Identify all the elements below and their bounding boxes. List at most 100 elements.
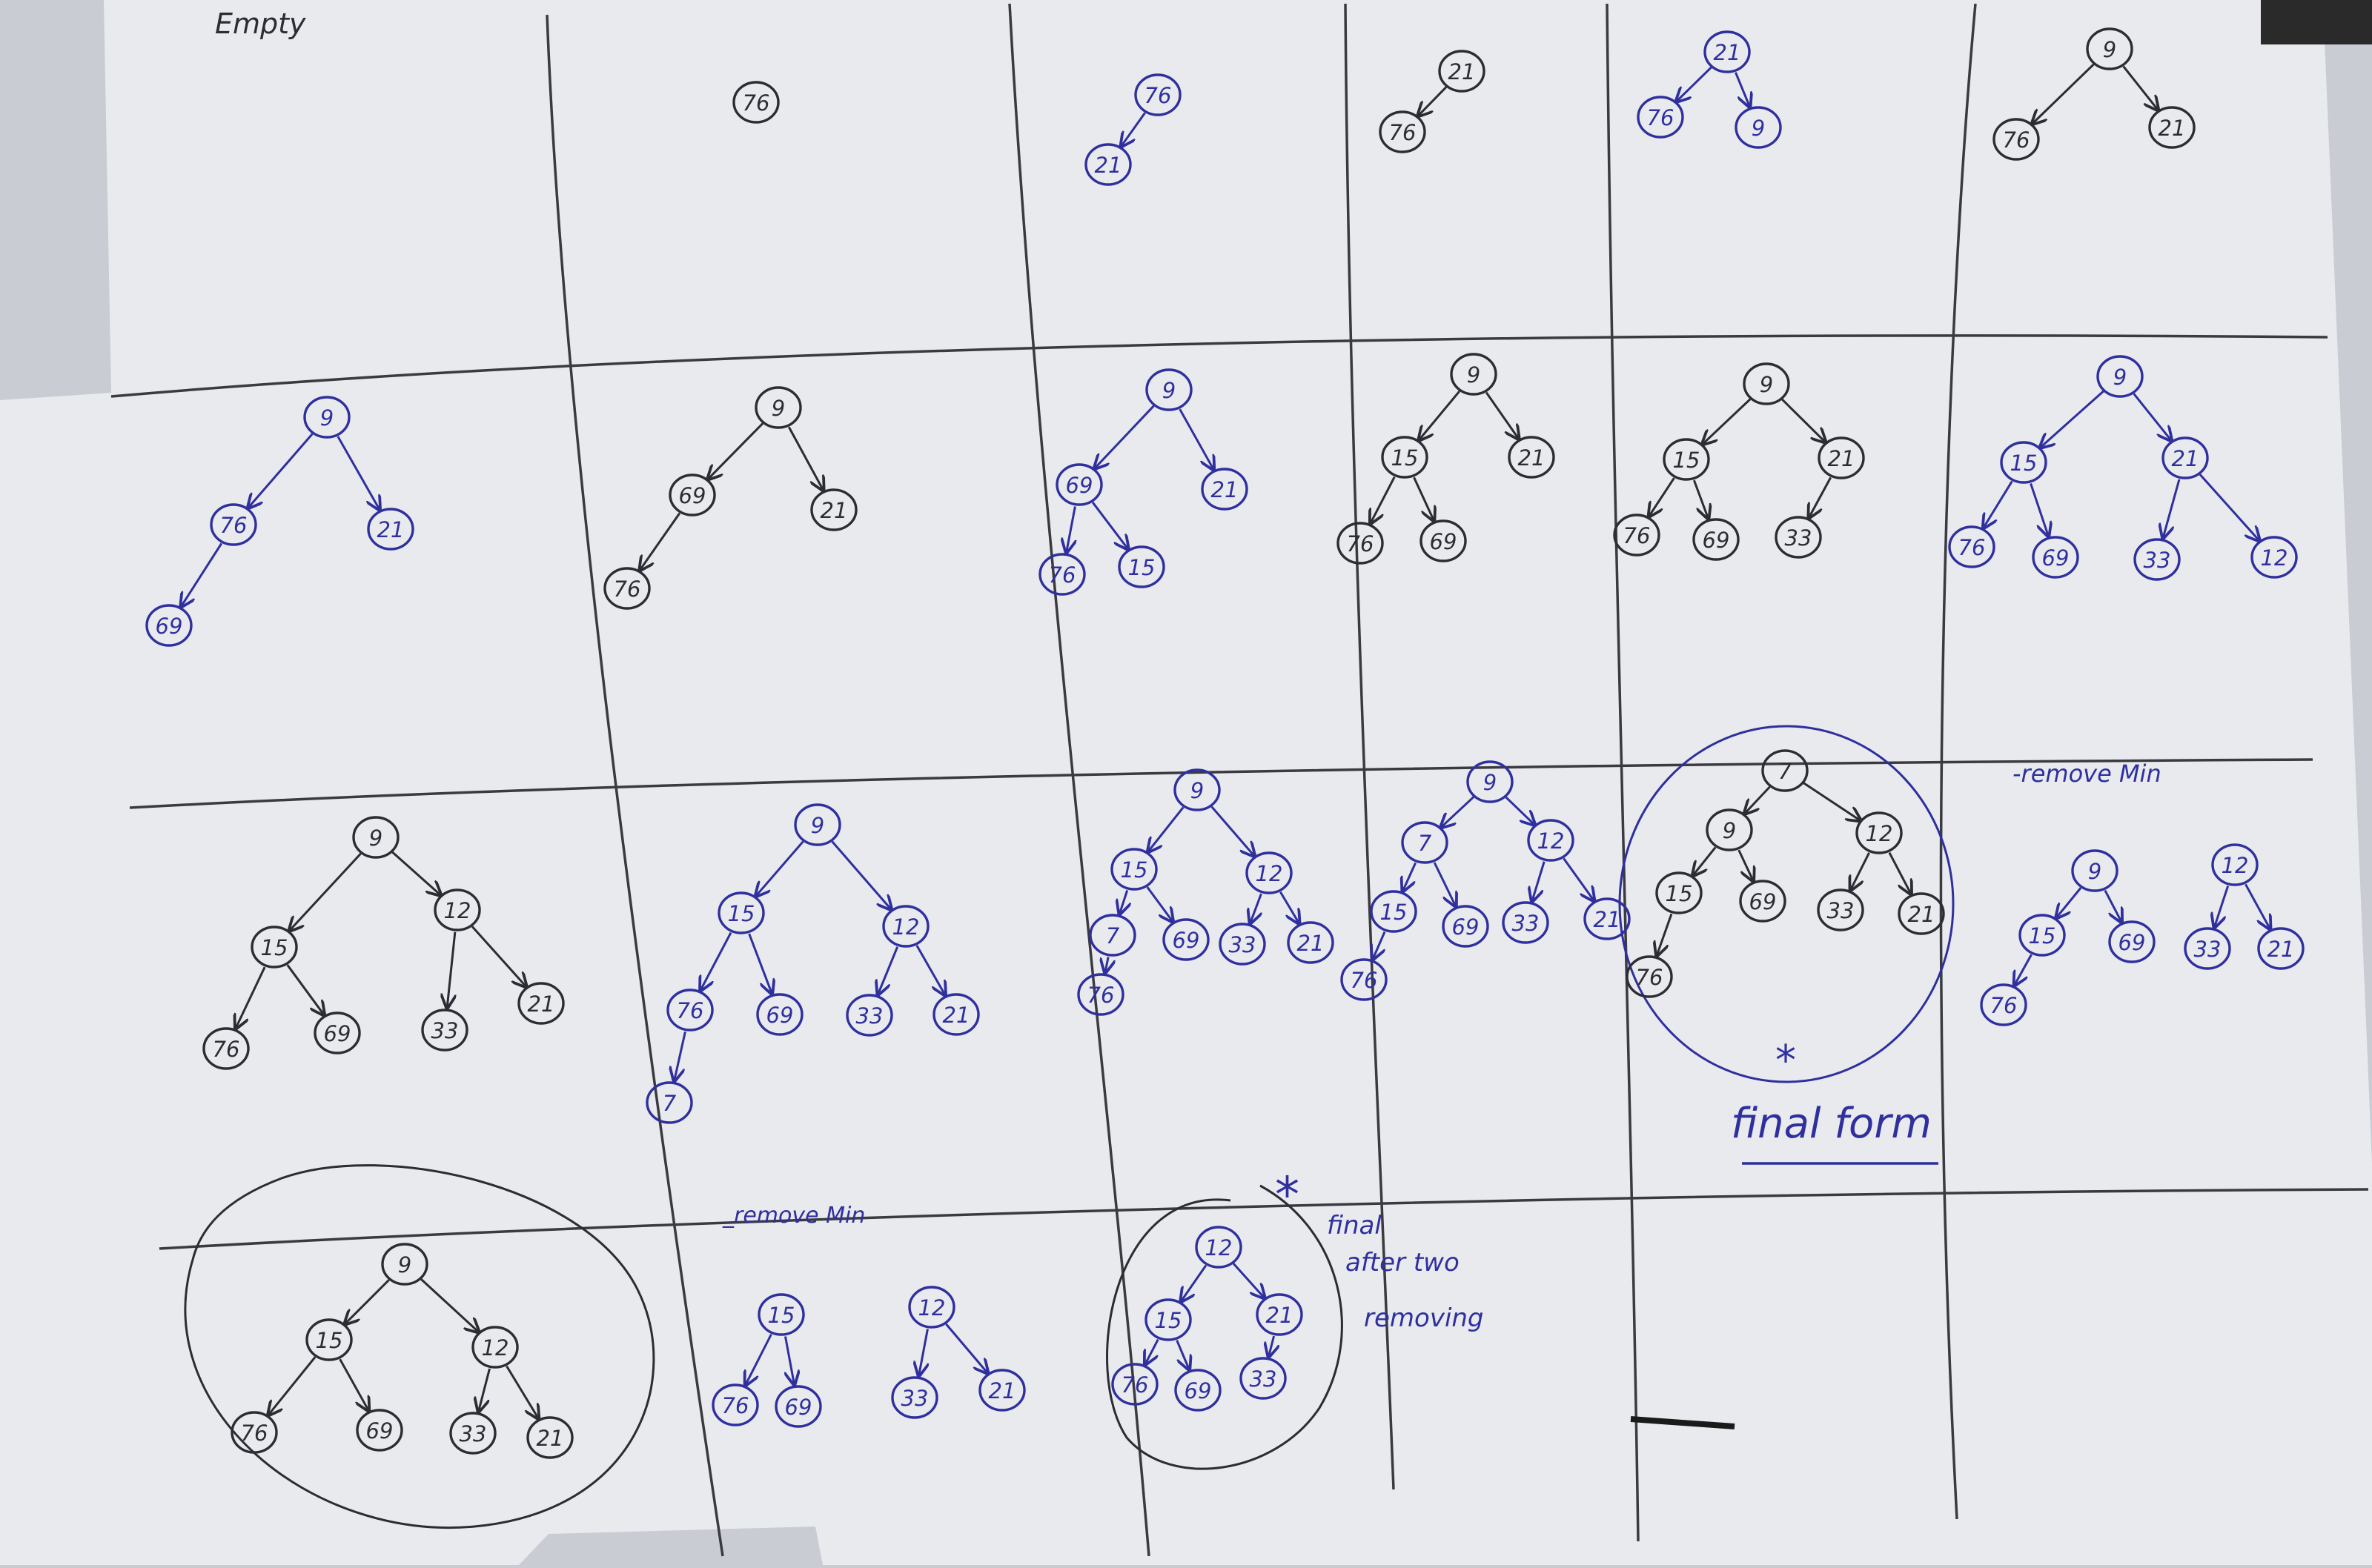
- heap-node-value: 69: [1749, 889, 1777, 914]
- heap-node-value: 12: [892, 914, 920, 940]
- heap-node-circle: [1144, 1298, 1192, 1341]
- heap-node-value: 21: [2159, 116, 2186, 141]
- heap-node-value: 15: [1391, 445, 1419, 471]
- heap-node-value: 21: [1714, 40, 1741, 65]
- heap-node-value: 9: [1760, 372, 1773, 397]
- note-remove-min-2: _remove Min: [722, 1203, 865, 1229]
- heap-node-value: 9: [811, 813, 824, 838]
- tree-edge: [748, 933, 772, 992]
- heap-node-circle: [669, 474, 716, 516]
- heap-node-circle: [356, 1409, 403, 1452]
- tree-edge: [1146, 1338, 1159, 1363]
- tree-edge: [1737, 849, 1753, 880]
- tree-edge: [479, 1368, 491, 1410]
- heap-node-value: 21: [943, 1003, 970, 1028]
- note-empty: Empty: [215, 7, 306, 40]
- tree-edge: [1250, 893, 1261, 922]
- heap-node-value: 76: [1351, 968, 1378, 993]
- tree-edge: [1122, 112, 1146, 145]
- heap-node-circle: [758, 1293, 805, 1336]
- heap-node-value: 21: [2172, 446, 2199, 471]
- heap-node-circle: [314, 1011, 361, 1054]
- heap-node-circle: [202, 1027, 250, 1070]
- heap-node-circle: [646, 1081, 693, 1124]
- heap-node-circle: [1173, 768, 1221, 811]
- tree-edge: [1182, 1264, 1207, 1300]
- heap-node-circle: [1438, 50, 1485, 93]
- heap-node-value: 15: [1666, 881, 1693, 906]
- tree-edge: [1091, 502, 1127, 548]
- tree-edge: [1433, 862, 1455, 905]
- heap-node-value: 15: [1155, 1308, 1182, 1333]
- tree-edge: [1374, 931, 1386, 958]
- heap-node-value: 9: [1162, 378, 1176, 403]
- tree-edge: [447, 931, 455, 1006]
- tree-edge: [1232, 1263, 1263, 1297]
- heap-node-value: 12: [1205, 1235, 1233, 1260]
- heap-node-value: 21: [2267, 937, 2295, 962]
- heap-node-circle: [1195, 1226, 1242, 1269]
- heap-node-circle: [1735, 106, 1782, 149]
- tree-edge: [2030, 482, 2048, 534]
- heap-node-circle: [1948, 525, 1995, 568]
- heap-node-circle: [1855, 811, 1903, 854]
- heap-node-value: 21: [1518, 445, 1546, 471]
- heap-node-value: 21: [1594, 907, 1621, 932]
- grid-line-v2: [1008, 3, 1150, 1557]
- tree-edge: [291, 852, 362, 930]
- heap-node-circle: [2096, 355, 2144, 398]
- heap-node-circle: [2211, 843, 2259, 886]
- heap-node-value: 76: [1087, 983, 1115, 1008]
- grid-line-h2: [129, 758, 2313, 809]
- heap-node-circle: [846, 994, 893, 1037]
- heap-node-value: 9: [2103, 37, 2116, 62]
- heap-node-value: 76: [1122, 1372, 1149, 1398]
- heap-node-circle: [882, 905, 930, 948]
- heap-node-value: 12: [444, 898, 471, 923]
- heap-node-circle: [718, 891, 765, 934]
- r4c1-circle: [184, 1164, 655, 1529]
- heap-node-circle: [1174, 1369, 1222, 1412]
- heap-node-value: 69: [2118, 930, 2146, 955]
- heap-node-circle: [1245, 851, 1293, 894]
- heap-node-circle: [756, 993, 804, 1036]
- heap-node-value: 15: [1673, 448, 1700, 473]
- heap-node-circle: [471, 1326, 519, 1369]
- tree-edge: [249, 433, 314, 507]
- eraser-blot: [1630, 1416, 1735, 1429]
- heap-node-value: 69: [2042, 545, 2070, 571]
- heap-node-circle: [2184, 927, 2231, 970]
- heap-node-value: 21: [821, 498, 848, 523]
- heap-node-circle: [1111, 1363, 1159, 1406]
- tree-edge: [878, 946, 899, 994]
- heap-node-value: 21: [1448, 59, 1476, 84]
- heap-node-circle: [1442, 905, 1489, 948]
- heap-node-value: 33: [2144, 548, 2171, 573]
- tree-edge: [1809, 476, 1832, 516]
- paper-shadow-top: [2261, 0, 2372, 44]
- heap-node-circle: [1508, 436, 1555, 479]
- heap-node-value: 76: [1623, 523, 1651, 548]
- heap-node-value: 33: [856, 1003, 884, 1029]
- heap-node-value: 12: [482, 1335, 509, 1361]
- tree-edge: [1419, 391, 1460, 439]
- tree-edge: [1703, 398, 1752, 443]
- heap-node-value: 15: [1128, 555, 1156, 580]
- heap-node-value: 76: [220, 513, 248, 538]
- tree-edge: [286, 964, 323, 1014]
- heap-node-value: 69: [324, 1021, 351, 1046]
- tree-edge: [1269, 1335, 1274, 1355]
- heap-node-circle: [2161, 436, 2209, 479]
- tree-edge: [757, 840, 804, 895]
- grid-line-v4: [1606, 3, 1640, 1542]
- tree-edge: [337, 436, 379, 508]
